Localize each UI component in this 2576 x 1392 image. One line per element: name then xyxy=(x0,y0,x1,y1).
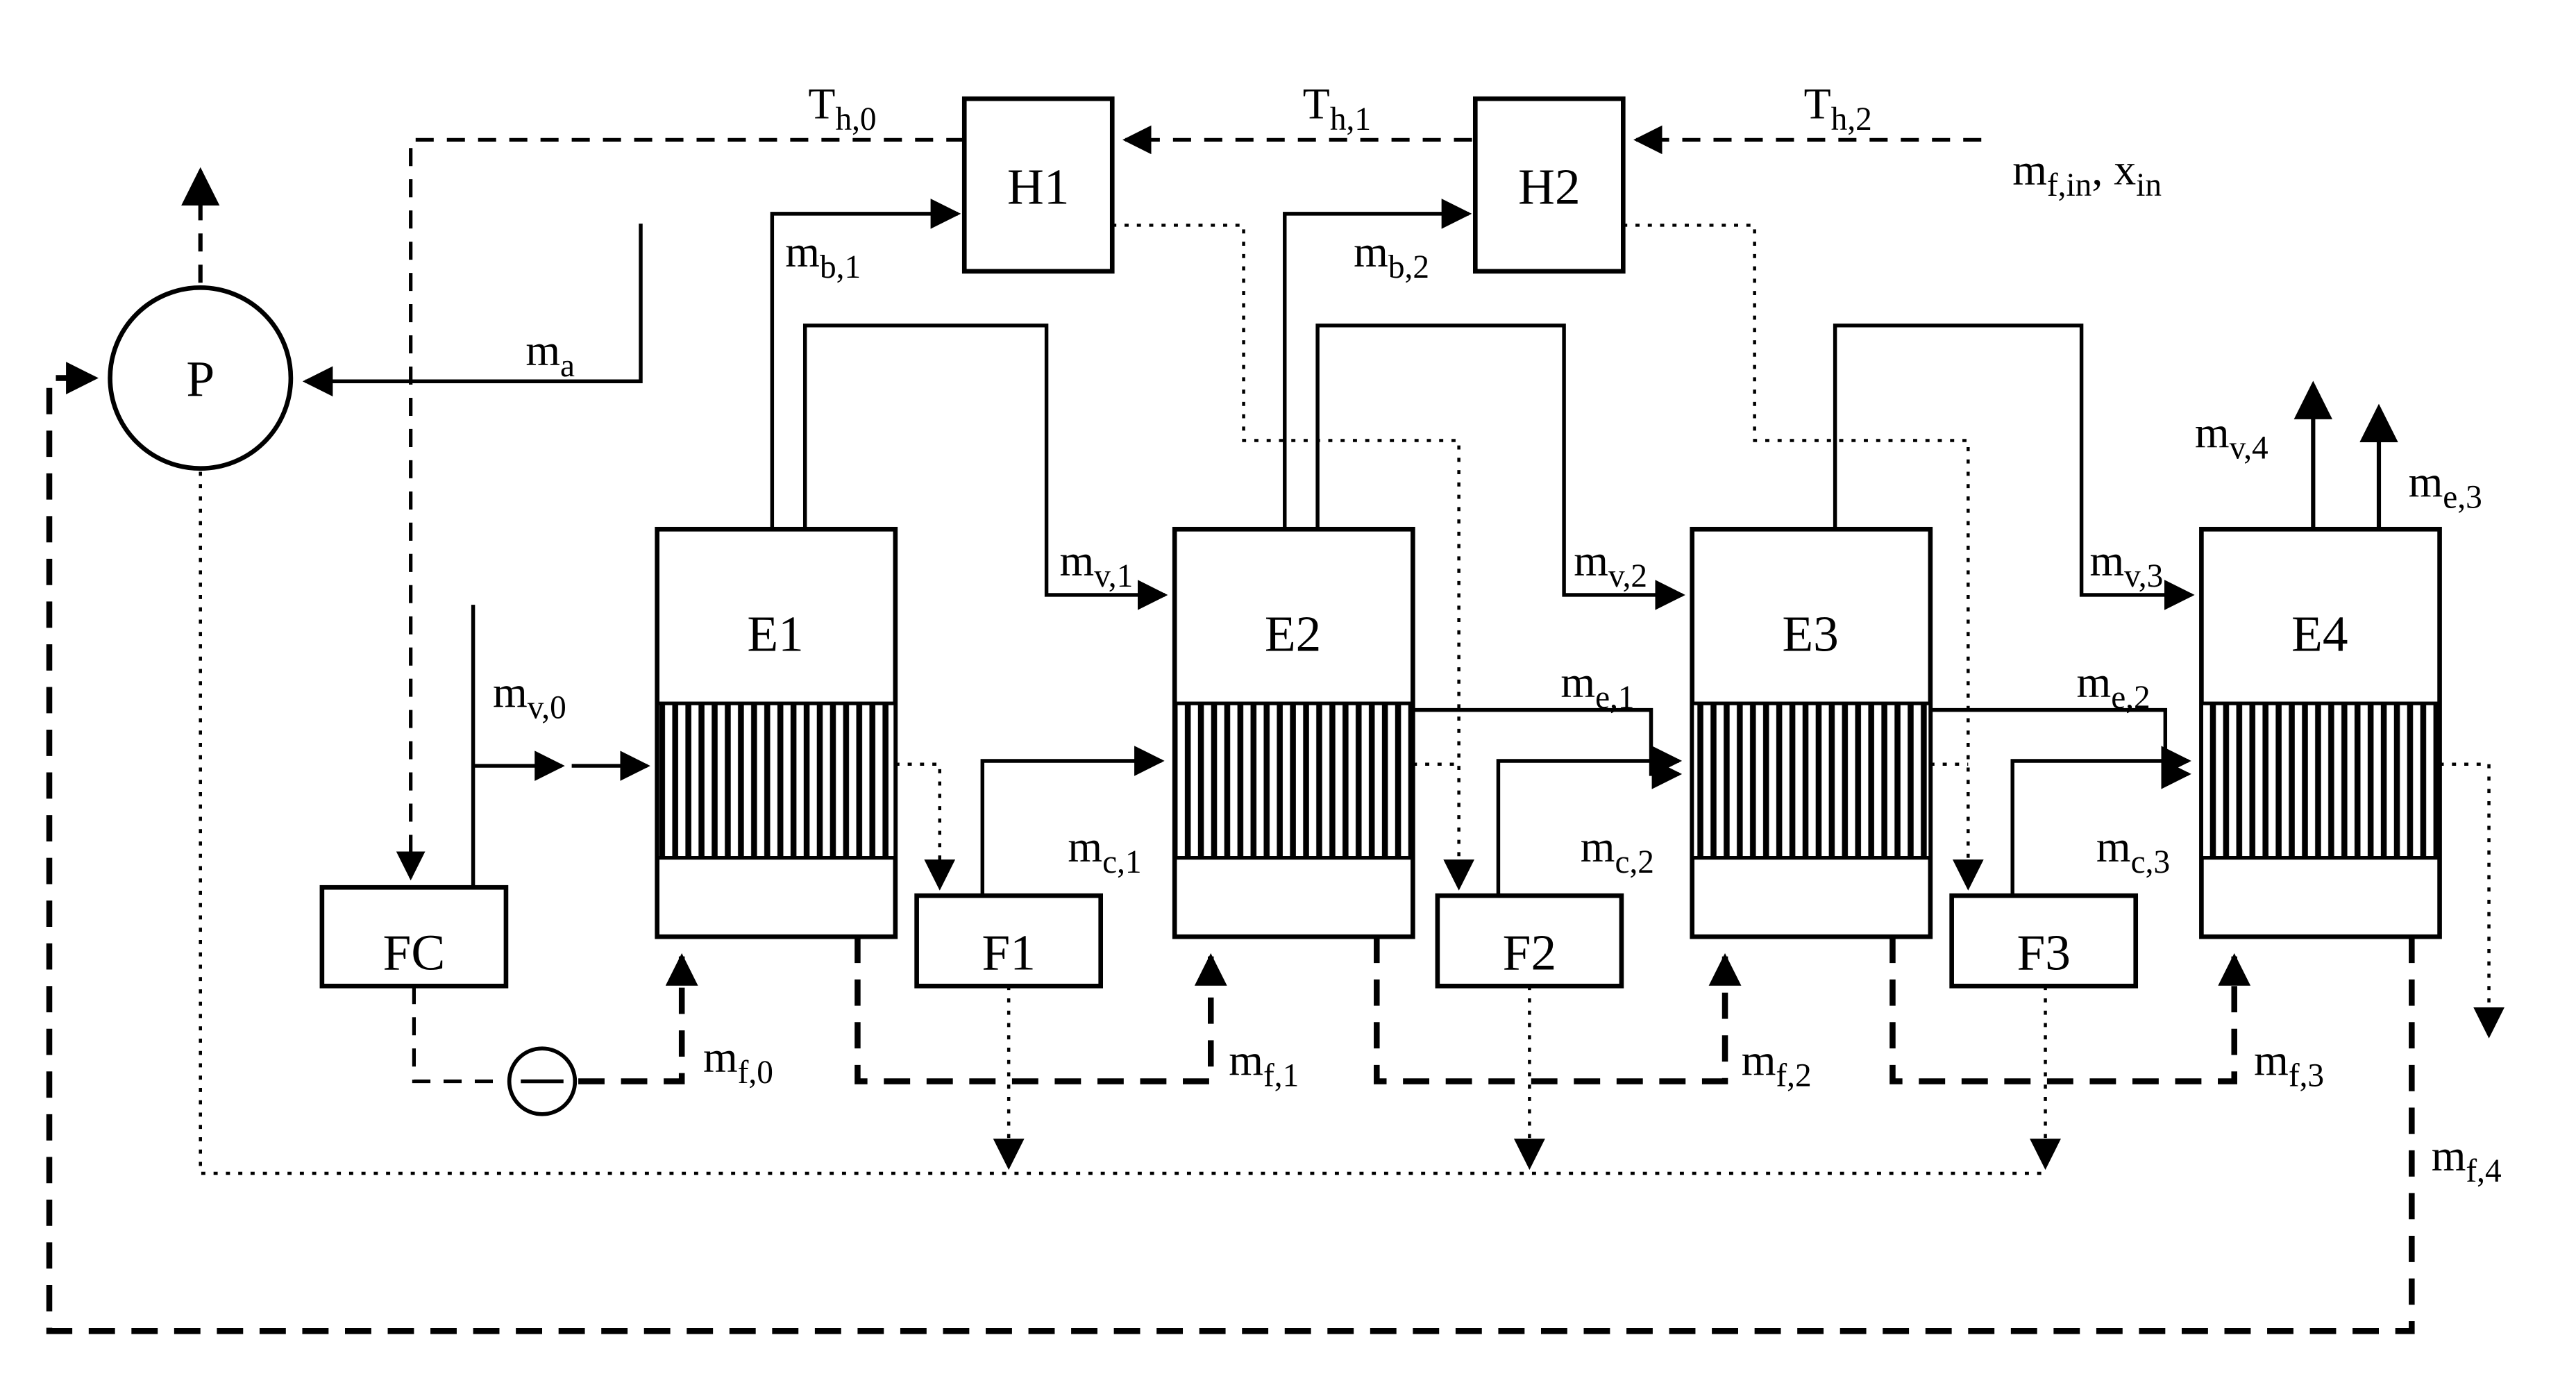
heater2-label: H2 xyxy=(1518,159,1581,215)
pump-node: P xyxy=(108,285,294,471)
label-mf1: mf,1 xyxy=(1229,1035,1299,1094)
flow-controller-node: FC xyxy=(319,884,509,989)
line-mv0 xyxy=(471,605,650,888)
label-mf4: mf,4 xyxy=(2432,1130,2502,1189)
line-th0 xyxy=(396,137,965,881)
label-feed-in: mf,in, xin xyxy=(2012,144,2162,203)
effect1-node: E1 xyxy=(655,526,898,939)
label-me1: me,1 xyxy=(1560,657,1634,716)
flow-controller-label: FC xyxy=(383,925,446,981)
line-mc2 xyxy=(1496,746,1683,896)
label-ma: ma xyxy=(525,326,575,385)
heater2-box xyxy=(1472,96,1626,274)
line-mf0 xyxy=(578,953,698,1084)
line-mf4 xyxy=(46,362,2415,1334)
effect4-node: E4 xyxy=(2199,526,2442,939)
line-mv3 xyxy=(1833,324,2195,610)
line-mc1 xyxy=(980,746,1165,896)
pump-label: P xyxy=(186,351,214,408)
line-mb2 xyxy=(1283,199,1472,530)
flow-controller-box xyxy=(319,884,509,989)
line-mc3 xyxy=(2010,746,2191,896)
line-ma xyxy=(302,224,643,397)
line-e1-condensate xyxy=(895,762,956,891)
label-mv3: mv,3 xyxy=(2089,536,2163,595)
flash2-box xyxy=(1435,893,1624,989)
effect2-label: E2 xyxy=(1265,605,1322,662)
flash2-node: F2 xyxy=(1435,893,1624,989)
label-mf0: mf,0 xyxy=(703,1032,773,1091)
line-fc-to-valve xyxy=(412,986,506,1084)
label-mv1: mv,1 xyxy=(1060,536,1134,595)
effect3-tube-bundle xyxy=(1690,701,1933,860)
effect2-tube-bundle xyxy=(1172,701,1415,860)
label-mb1: mb,1 xyxy=(785,227,861,286)
line-mv2 xyxy=(1315,324,1685,610)
label-mv2: mv,2 xyxy=(1574,536,1647,595)
line-mv1 xyxy=(802,324,1168,610)
label-th2: Th,2 xyxy=(1804,79,1872,138)
flash3-box xyxy=(1949,893,2139,989)
flash3-node: F3 xyxy=(1949,893,2139,989)
heater1-label: H1 xyxy=(1007,159,1070,215)
label-mc3: mc,3 xyxy=(2096,821,2170,880)
effect3-label: E3 xyxy=(1782,605,1839,662)
line-mf1 xyxy=(855,937,1227,1084)
label-th1: Th,1 xyxy=(1303,79,1371,138)
label-th0: Th,0 xyxy=(808,79,876,138)
line-h2-condensate xyxy=(1623,224,1984,891)
heater2-node: H2 xyxy=(1472,96,1626,274)
flash1-label: F1 xyxy=(982,925,1035,981)
flash1-node: F1 xyxy=(914,893,1104,989)
effect4-tube-bundle xyxy=(2199,701,2442,860)
line-mf3 xyxy=(1889,937,2251,1084)
effect3-node: E3 xyxy=(1690,526,1933,939)
label-mc1: mc,1 xyxy=(1068,821,1141,880)
line-mb1 xyxy=(770,199,961,530)
effect1-tube-bundle xyxy=(655,701,898,860)
pump-symbol xyxy=(108,285,294,471)
control-valve-node xyxy=(507,1046,578,1116)
label-me3: me,3 xyxy=(2409,457,2482,516)
line-h1-condensate xyxy=(1112,224,1475,891)
flash2-label: F2 xyxy=(1503,925,1556,981)
label-mc2: mc,2 xyxy=(1581,821,1654,880)
heater1-box xyxy=(961,96,1115,274)
label-me2: me,2 xyxy=(2077,657,2150,716)
label-mv0: mv,0 xyxy=(493,667,566,726)
line-mf2 xyxy=(1374,937,1742,1084)
effect2-node: E2 xyxy=(1172,526,1415,939)
label-mf2: mf,2 xyxy=(1742,1035,1812,1094)
label-mf3: mf,3 xyxy=(2254,1035,2324,1094)
effect1-label: E1 xyxy=(747,605,804,662)
flash1-box xyxy=(914,893,1104,989)
heater1-node: H1 xyxy=(961,96,1115,274)
label-mv4: mv,4 xyxy=(2195,408,2268,467)
label-mb2: mb,2 xyxy=(1354,227,1429,286)
effect4-label: E4 xyxy=(2291,605,2348,662)
flash3-label: F3 xyxy=(2017,925,2070,981)
line-e4-condensate xyxy=(2439,762,2505,1039)
